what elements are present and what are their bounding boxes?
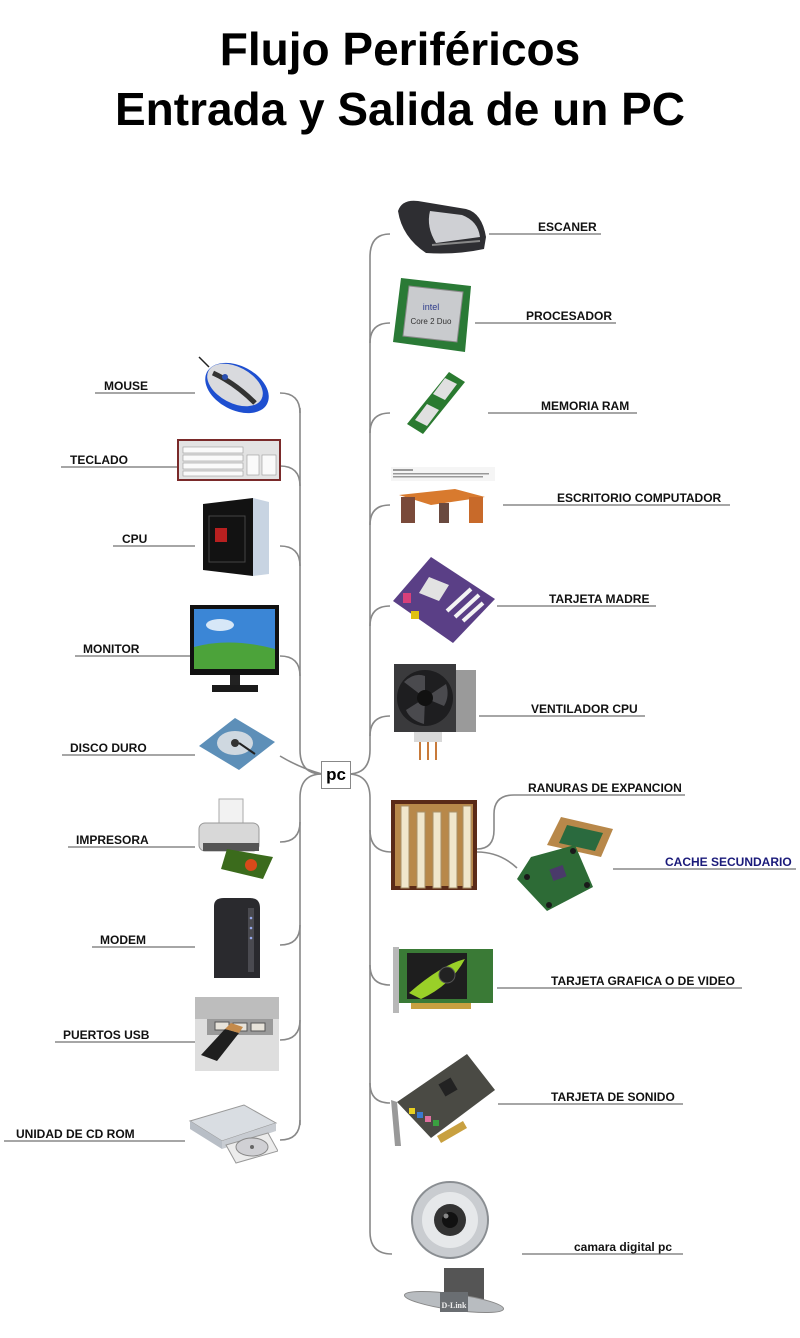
label-ventilador: VENTILADOR CPU <box>531 702 638 716</box>
branch-usb <box>279 1019 301 1041</box>
left-trunk-line-lower <box>299 773 323 1125</box>
branch-grafica <box>369 964 391 986</box>
right-trunk-line <box>347 257 371 775</box>
branch-cpu <box>279 545 301 567</box>
cpu-fan-icon <box>394 664 476 760</box>
right-trunk-line-lower <box>347 773 371 1232</box>
branch-teclado <box>279 465 301 487</box>
label-monitor: MONITOR <box>83 642 140 656</box>
branch-modem <box>279 924 301 946</box>
label-cd-rom: UNIDAD DE CD ROM <box>16 1127 135 1141</box>
branch-disco <box>279 755 323 775</box>
printer-icon <box>198 798 273 879</box>
scanner-icon <box>398 200 486 254</box>
diagram-title-line-2: Entrada y Salida de un PC <box>114 83 686 135</box>
ram-icon <box>407 372 465 434</box>
desk-icon <box>391 467 495 523</box>
label-tarjeta-madre: TARJETA MADRE <box>549 592 650 606</box>
label-impresora: IMPRESORA <box>76 833 149 847</box>
left-trunk-line <box>299 408 323 775</box>
label-escritorio: ESCRITORIO COMPUTADOR <box>557 491 722 505</box>
label-cache: CACHE SECUNDARIO <box>665 855 792 869</box>
branch-camara <box>369 1231 393 1255</box>
label-modem: MODEM <box>100 933 146 947</box>
processor-brand-text: intel <box>423 302 440 312</box>
monitor-icon <box>190 605 279 692</box>
motherboard-icon <box>393 557 495 643</box>
cd-rom-icon <box>188 1104 278 1164</box>
pc-center-node: pc <box>321 761 351 789</box>
label-tarjeta-sonido: TARJETA DE SONIDO <box>551 1090 675 1104</box>
branch-monitor <box>279 655 301 677</box>
branch-cdrom <box>279 1119 301 1141</box>
svg-text:Core 2 Duo: Core 2 Duo <box>411 317 452 326</box>
mouse-icon <box>198 356 269 414</box>
label-ranuras: RANURAS DE EXPANCION <box>528 781 682 795</box>
label-escaner: ESCANER <box>538 220 597 234</box>
branch-ventilador <box>369 715 391 737</box>
branch-procesador <box>369 322 391 344</box>
hard-disk-icon <box>199 718 275 770</box>
label-puertos-usb: PUERTOS USB <box>63 1028 150 1042</box>
webcam-brand-text: D-Link <box>442 1301 467 1310</box>
label-teclado: TECLADO <box>70 453 128 467</box>
processor-icon: intel Core 2 Duo <box>393 278 471 352</box>
label-camara: camara digital pc <box>574 1240 673 1254</box>
expansion-slots-icon <box>391 800 477 890</box>
branch-ram <box>369 412 391 434</box>
branch-ranuras <box>369 829 393 853</box>
modem-icon <box>214 898 260 978</box>
tower-case-icon <box>203 498 269 576</box>
label-mouse: MOUSE <box>104 379 149 393</box>
branch-mouse <box>279 392 301 414</box>
sound-card-icon <box>391 1054 495 1146</box>
webcam-icon: D-Link <box>403 1181 505 1314</box>
keyboard-icon <box>177 439 281 481</box>
label-disco-duro: DISCO DURO <box>70 741 147 755</box>
branch-ranuras-upper <box>476 794 685 850</box>
branch-sonido <box>369 1082 391 1104</box>
branch-cache <box>476 851 518 869</box>
label-tarjeta-grafica: TARJETA GRAFICA O DE VIDEO <box>551 974 736 988</box>
diagram-title-line-1: Flujo Periféricos <box>219 23 581 75</box>
label-cpu: CPU <box>122 532 148 546</box>
label-procesador: PROCESADOR <box>526 309 613 323</box>
branch-escaner <box>369 233 391 258</box>
branch-escritorio <box>369 504 391 526</box>
usb-port-icon <box>195 997 279 1071</box>
graphics-card-icon <box>393 947 493 1013</box>
label-memoria-ram: MEMORIA RAM <box>541 399 630 413</box>
branch-madre <box>369 605 391 627</box>
cache-chip-icon <box>517 817 613 911</box>
branch-impresora <box>279 821 301 843</box>
